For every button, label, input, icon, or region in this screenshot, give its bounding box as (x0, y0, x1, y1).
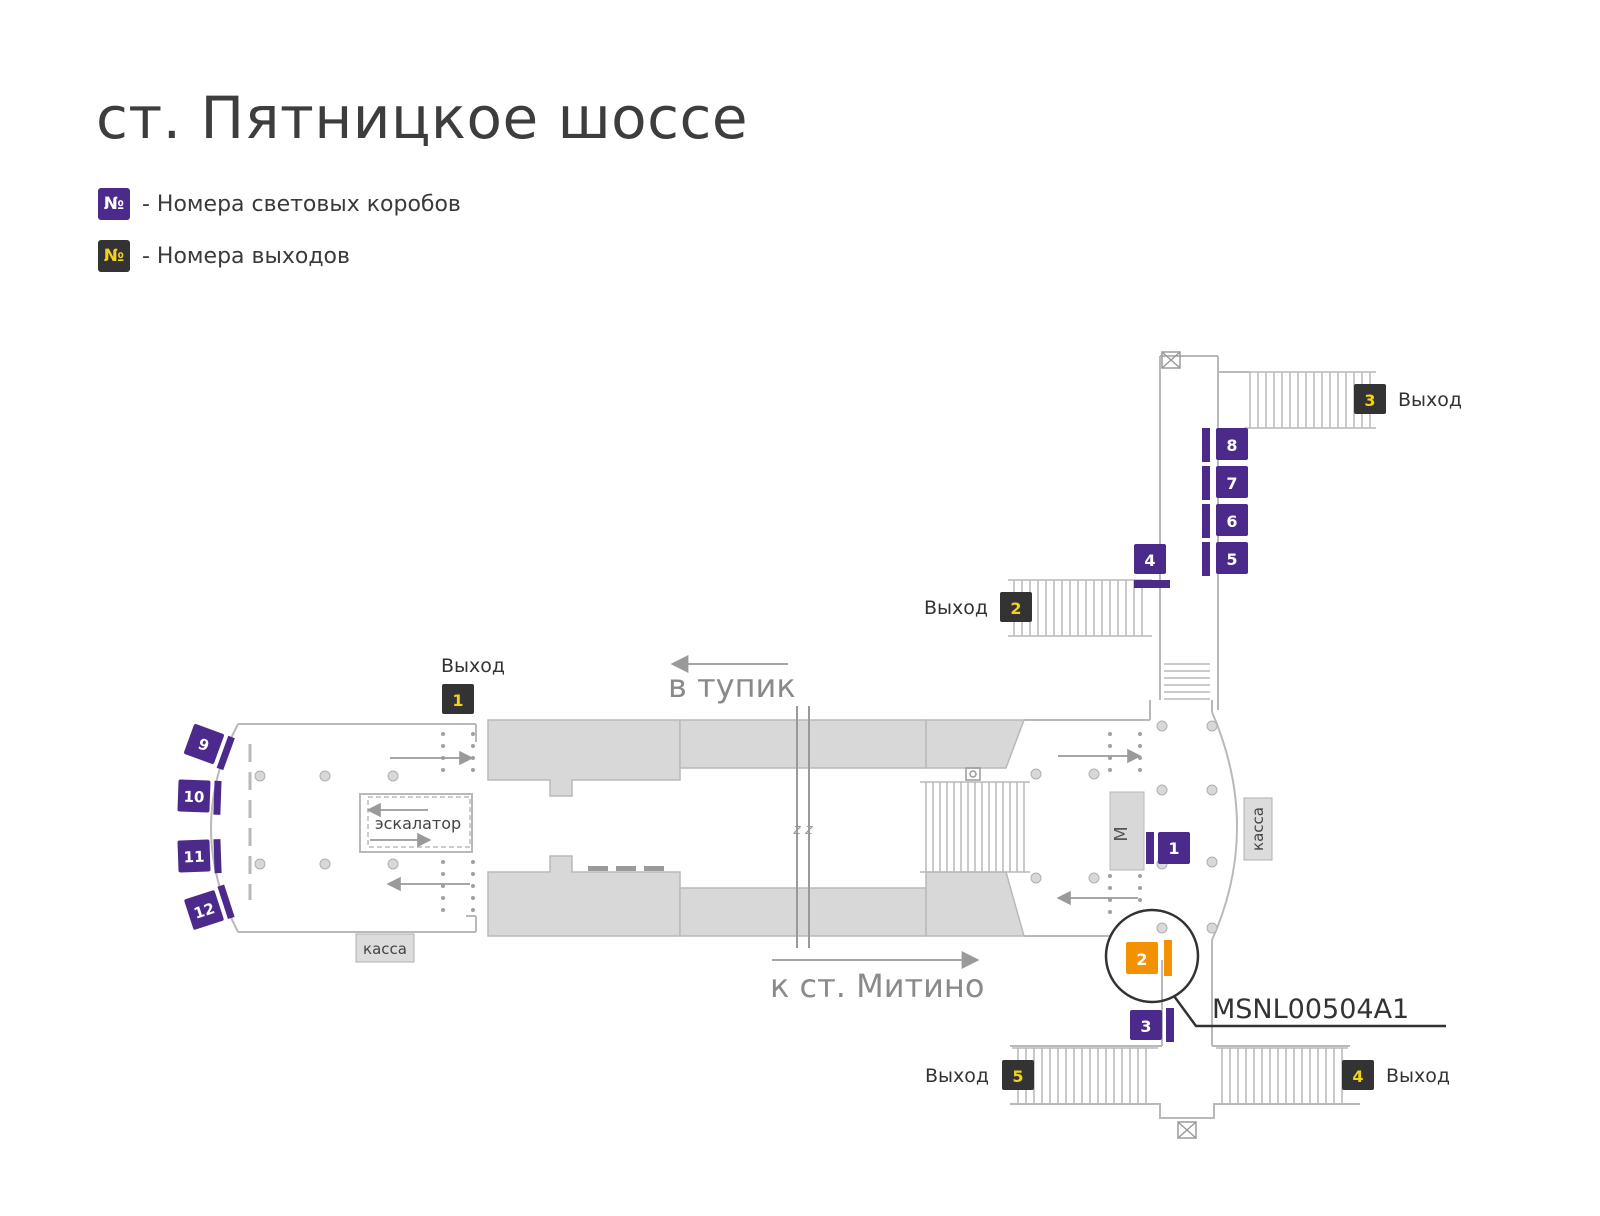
exit-5-number: 5 (1012, 1067, 1023, 1086)
escalator-label: эскалатор (375, 814, 461, 833)
highlight-code: MSNL00504A1 (1212, 994, 1409, 1025)
exit-4-badge (1342, 1060, 1374, 1090)
lightbox-1-badge (1158, 832, 1190, 864)
exit-1-badge (442, 684, 474, 714)
exit-3-badge (1354, 384, 1386, 414)
exit-2-label: Выход (924, 597, 988, 619)
stairs-central (920, 781, 1030, 873)
exit-1-label: Выход (441, 655, 505, 677)
exit-4-number: 4 (1352, 1067, 1363, 1086)
highlight-badge (1126, 942, 1158, 974)
lightbox-5-number: 5 (1226, 550, 1237, 569)
stairs-exit4 (1216, 1047, 1348, 1105)
lightboxes-corridor: 5 6 7 8 (1202, 428, 1248, 576)
cashier-east (1243, 797, 1273, 861)
lightbox-3-badge (1130, 1010, 1162, 1040)
highlight-panel (1164, 940, 1172, 976)
exit-3-number: 3 (1364, 391, 1375, 410)
exit-4-label: Выход (1386, 1065, 1450, 1087)
tunnel-marks (588, 866, 664, 871)
elevator-icons (965, 351, 1197, 1139)
break-mark: z z (792, 822, 813, 838)
cashier-east-label: касса (1249, 807, 1267, 851)
lightbox-3-number: 3 (1140, 1017, 1151, 1036)
highlight-number: 2 (1136, 950, 1147, 969)
tunnel-break (796, 706, 810, 948)
metro-label: М (1111, 826, 1132, 842)
lightbox-4-panel (1134, 580, 1170, 588)
lightboxes-west: 9 10 11 12 (177, 724, 235, 930)
columns (254, 720, 1218, 934)
lightbox-8-number: 8 (1226, 436, 1237, 455)
cashier-west-label: касса (363, 940, 407, 958)
exit-1-number: 1 (452, 691, 463, 710)
lightbox-10-number: 10 (183, 788, 204, 807)
metro-pillar (1109, 791, 1145, 871)
lightbox-7-number: 7 (1226, 474, 1237, 493)
flow-arrows (366, 655, 1142, 969)
legend-exit-row: № - Номера выходов (98, 240, 350, 272)
legend-exit-text: - Номера выходов (142, 243, 350, 269)
legend-exit-swatch: № (98, 240, 130, 272)
legend-lightbox-swatch: № (98, 188, 130, 220)
stairs-exit2 (1008, 579, 1152, 637)
exit-5-badge (1002, 1060, 1034, 1090)
highlight-leader (1172, 995, 1446, 1028)
south-vestibule (1010, 940, 1360, 1119)
direction-dead-end: в тупик (668, 667, 796, 705)
lightbox-11-number: 11 (183, 848, 204, 867)
lightbox-12-number: 12 (192, 899, 217, 923)
lightbox-3-panel (1166, 1008, 1174, 1042)
lightbox-6-number: 6 (1226, 512, 1237, 531)
lightbox-1-panel (1146, 832, 1154, 864)
exit-2-badge (1000, 592, 1032, 622)
exit-3-label: Выход (1398, 389, 1462, 411)
stairs-connector (1164, 663, 1210, 700)
lightbox-4-badge (1134, 544, 1166, 574)
cashier-west (355, 933, 415, 963)
lightbox-1-number: 1 (1168, 839, 1179, 858)
page-title: ст. Пятницкое шоссе (96, 84, 749, 152)
legend-lightbox-row: № - Номера световых коробов (98, 188, 461, 220)
escalator-outline (367, 796, 471, 848)
lightbox-4-number: 4 (1144, 551, 1155, 570)
tunnel-blocks (487, 719, 1026, 937)
legend-lightbox-text: - Номера световых коробов (142, 191, 461, 217)
exit-5-label: Выход (925, 1065, 989, 1087)
direction-to-station: к ст. Митино (770, 967, 984, 1005)
exit-2-number: 2 (1010, 599, 1021, 618)
highlight-circle (1104, 908, 1200, 1004)
